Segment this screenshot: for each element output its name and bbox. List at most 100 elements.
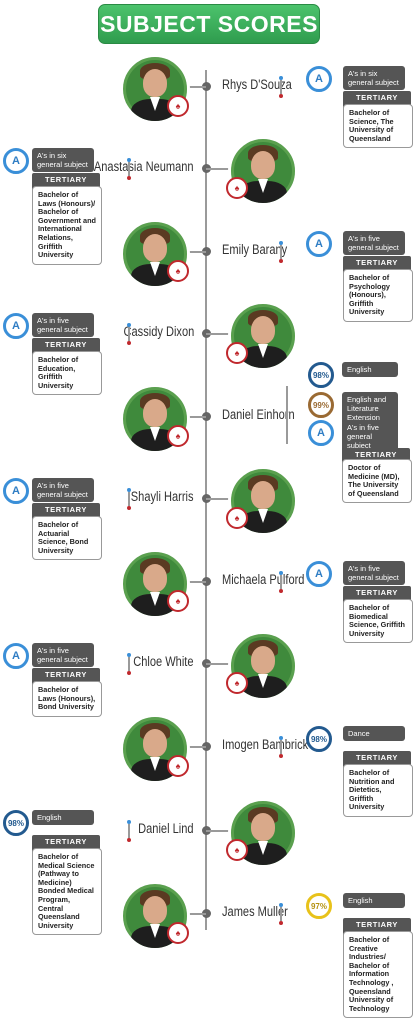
course-name: Doctor of Medicine (MD), The University … [342,459,412,504]
result-badge: A [306,66,332,92]
school-crest-icon: ♠ [226,672,248,694]
connector-line [280,740,282,754]
timeline-node [202,577,211,586]
student-name: Rhys D'Souza [222,77,292,92]
connector-dot-red [127,341,131,345]
school-crest-icon: ♠ [167,922,189,944]
connector-line [128,824,130,838]
connector-dot-blue [279,903,283,907]
photo-collar [258,509,268,523]
connector-dot-blue [279,736,283,740]
student-name: Anastasia Neumann [94,159,194,174]
student-photo [120,54,190,124]
photo-collar [258,674,268,688]
connector-dot-red [279,921,283,925]
connector-line [176,251,206,253]
course-name: Bachelor of Psychology (Honours), Griffi… [343,269,413,322]
student-name: Cassidy Dixon [123,324,194,339]
student-name: Imogen Bambrick [222,737,309,752]
result-badge: A [306,231,332,257]
photo-collar [150,262,160,276]
photo-face [143,729,167,757]
school-crest-icon: ♠ [226,507,248,529]
school-crest-icon: ♠ [226,839,248,861]
result-label: A's in five general subject [343,231,405,255]
connector-dot-red [127,506,131,510]
photo-face [143,564,167,592]
photo-face [143,896,167,924]
connector-line [286,386,288,444]
connector-dot-blue [127,488,131,492]
result-label: English and Literature Extension [342,392,398,425]
connector-dot-red [279,259,283,263]
result-badge: A [3,643,29,669]
connector-line [176,913,206,915]
photo-collar [258,344,268,358]
school-crest-icon: ♠ [226,177,248,199]
course-name: Bachelor of Science, The University of Q… [343,104,413,149]
school-crest-icon: ♠ [167,95,189,117]
photo-collar [150,427,160,441]
school-crest-icon: ♠ [167,590,189,612]
connector-line [280,245,282,259]
student-photo [228,466,298,536]
course-name: Bachelor of Education, Griffith Universi… [32,351,102,396]
connector-dot-blue [279,76,283,80]
result-label: English [343,893,405,908]
result-label: A's in six general subject [343,66,405,90]
connector-line [206,333,236,335]
photo-collar [258,179,268,193]
page-title: SUBJECT SCORES [98,4,320,44]
result-badge: A [306,561,332,587]
photo-collar [150,592,160,606]
photo-collar [150,97,160,111]
result-badge: 98% [308,362,334,388]
connector-line [280,575,282,589]
result-badge: A [3,313,29,339]
connector-line [128,657,130,671]
result-badge: A [3,148,29,174]
connector-dot-red [127,838,131,842]
connector-line [280,907,282,921]
result-label: A's in six general subject [32,148,94,172]
photo-collar [150,757,160,771]
connector-dot-red [127,176,131,180]
result-label: English [342,362,398,377]
result-label: A's in five general subject [32,643,94,667]
course-name: Bachelor of Creative Industries/ Bachelo… [343,931,413,1019]
connector-dot-blue [127,323,131,327]
result-badge: 98% [306,726,332,752]
result-label: A's in five general subject [342,420,398,453]
connector-line [176,416,206,418]
photo-face [251,646,275,674]
connector-line [128,492,130,506]
connector-dot-red [127,671,131,675]
photo-face [251,151,275,179]
student-photo [228,136,298,206]
photo-face [251,316,275,344]
result-badge: A [308,420,334,446]
connector-dot-blue [279,571,283,575]
connector-line [280,80,282,94]
connector-line [206,663,236,665]
timeline-node [202,247,211,256]
connector-dot-red [279,94,283,98]
photo-face [143,234,167,262]
result-badge: 99% [308,392,334,418]
connector-dot-red [279,589,283,593]
school-crest-icon: ♠ [226,342,248,364]
connector-line [206,498,236,500]
student-name: Emily Barany [222,242,288,257]
school-crest-icon: ♠ [167,755,189,777]
school-crest-icon: ♠ [167,425,189,447]
result-label: A's in five general subject [32,478,94,502]
connector-dot-blue [127,158,131,162]
connector-line [176,86,206,88]
connector-dot-blue [127,653,131,657]
timeline-node [202,909,211,918]
student-name: James Muller [222,904,288,919]
timeline-node [202,412,211,421]
result-label: A's in five general subject [32,313,94,337]
connector-line [206,830,236,832]
student-photo [228,301,298,371]
